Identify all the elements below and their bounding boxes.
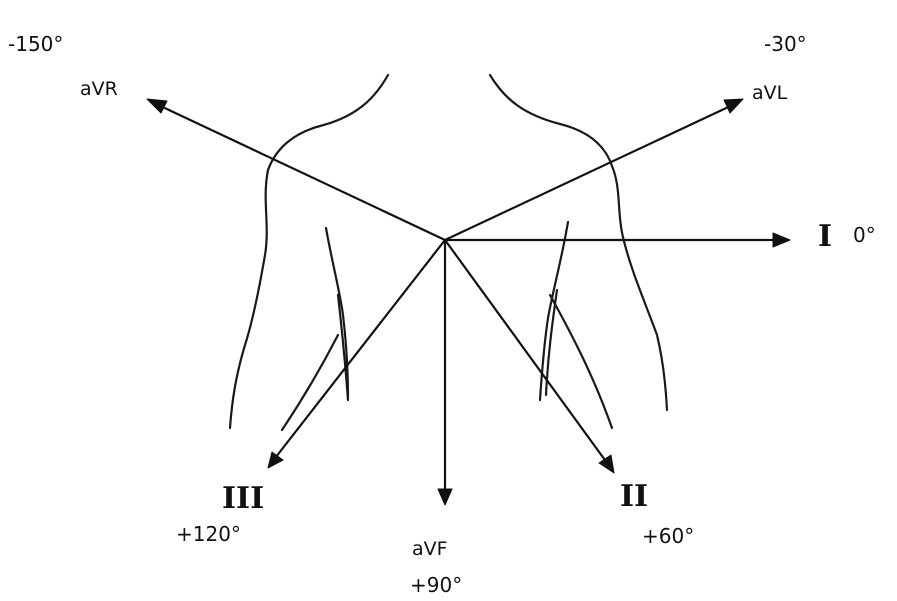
lead-label-aVR: aVR [80,80,118,99]
neck-left-line [268,75,388,170]
angle-label-III: +120° [176,524,241,544]
arrowhead-aVL [724,99,743,113]
axis-III [272,240,445,462]
arrowhead-III [268,452,283,468]
axis-aVR [152,102,445,240]
lead-label-II: II [620,482,648,512]
left-torso-side-line [282,335,338,430]
lead-label-III: III [222,484,264,514]
lead-label-I: I [818,222,832,252]
angle-label-aVL: -30° [764,34,807,54]
angle-label-I: 0° [853,225,876,245]
right-arm-outer-line [612,166,667,410]
angle-label-aVR: -150° [8,34,63,54]
axis-II [445,240,610,467]
lead-label-aVF: aVF [412,540,448,559]
left-arm-outer-line [230,170,268,428]
lead-axes [147,99,790,505]
arrowhead-II [599,455,614,473]
axis-aVL [445,102,739,240]
torso-outline [230,75,667,430]
arrowhead-aVF [438,489,452,505]
right-torso-side-line [550,295,612,428]
angle-label-aVF: +90° [410,575,462,595]
angle-label-II: +60° [642,526,694,546]
arrowhead-aVR [147,99,167,113]
arrowhead-I [773,233,790,247]
lead-label-aVL: aVL [752,84,787,103]
neck-right-line [490,75,612,166]
